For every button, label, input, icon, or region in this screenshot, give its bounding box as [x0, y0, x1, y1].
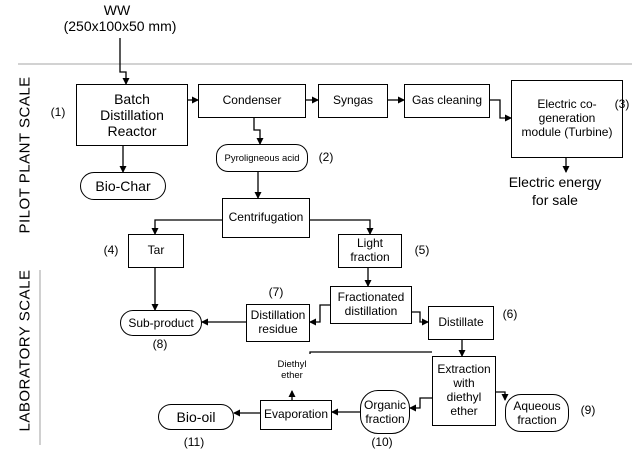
batch-distillation-reactor: Batch Distillation Reactor	[76, 84, 188, 146]
evaporation: Evaporation	[260, 400, 332, 430]
extraction-with-diethyl-ether: Extraction with diethyl ether	[432, 356, 496, 426]
step-number-10: (10)	[371, 435, 393, 449]
step-number-3: (3)	[614, 97, 630, 111]
distillate: Distillate	[428, 306, 494, 340]
diethyl-ether-recycle: Diethyl ether	[277, 359, 307, 381]
syngas: Syngas	[318, 84, 388, 118]
step-number-4: (4)	[103, 243, 119, 257]
light-fraction: Light fraction	[338, 234, 402, 268]
step-number-5: (5)	[414, 243, 430, 257]
pyroligneous-acid: Pyroligneous acid	[216, 144, 308, 172]
organic-fraction: Organic fraction	[360, 390, 410, 434]
step-number-8: (8)	[152, 337, 168, 351]
step-number-7: (7)	[268, 285, 284, 299]
bio-oil: Bio-oil	[158, 404, 234, 430]
step-number-1: (1)	[50, 105, 66, 119]
input-name: WW	[103, 2, 131, 18]
step-number-6: (6)	[502, 307, 518, 321]
tar: Tar	[128, 234, 184, 268]
electric-cogeneration-module: Electric co-generation module (Turbine)	[511, 80, 623, 158]
laboratory-scale-label: LABORATORY SCALE	[16, 269, 34, 432]
bio-char: Bio-Char	[80, 172, 166, 200]
gas-cleaning: Gas cleaning	[404, 84, 490, 118]
step-number-9: (9)	[580, 403, 596, 417]
input-dimensions: (250x100x50 mm)	[63, 18, 177, 34]
aqueous-fraction: Aqueous fraction	[505, 394, 569, 432]
sub-product: Sub-product	[120, 310, 202, 336]
electric-energy-for-sale: Electric energy for sale	[508, 174, 602, 208]
fractionated-distillation: Fractionated distillation	[330, 286, 412, 324]
step-number-2: (2)	[318, 150, 334, 164]
distillation-residue: Distillation residue	[246, 304, 310, 342]
pilot-plant-scale-label: PILOT PLANT SCALE	[16, 76, 34, 234]
condenser: Condenser	[198, 84, 306, 118]
centrifugation: Centrifugation	[222, 198, 310, 238]
step-number-11: (11)	[183, 435, 205, 449]
